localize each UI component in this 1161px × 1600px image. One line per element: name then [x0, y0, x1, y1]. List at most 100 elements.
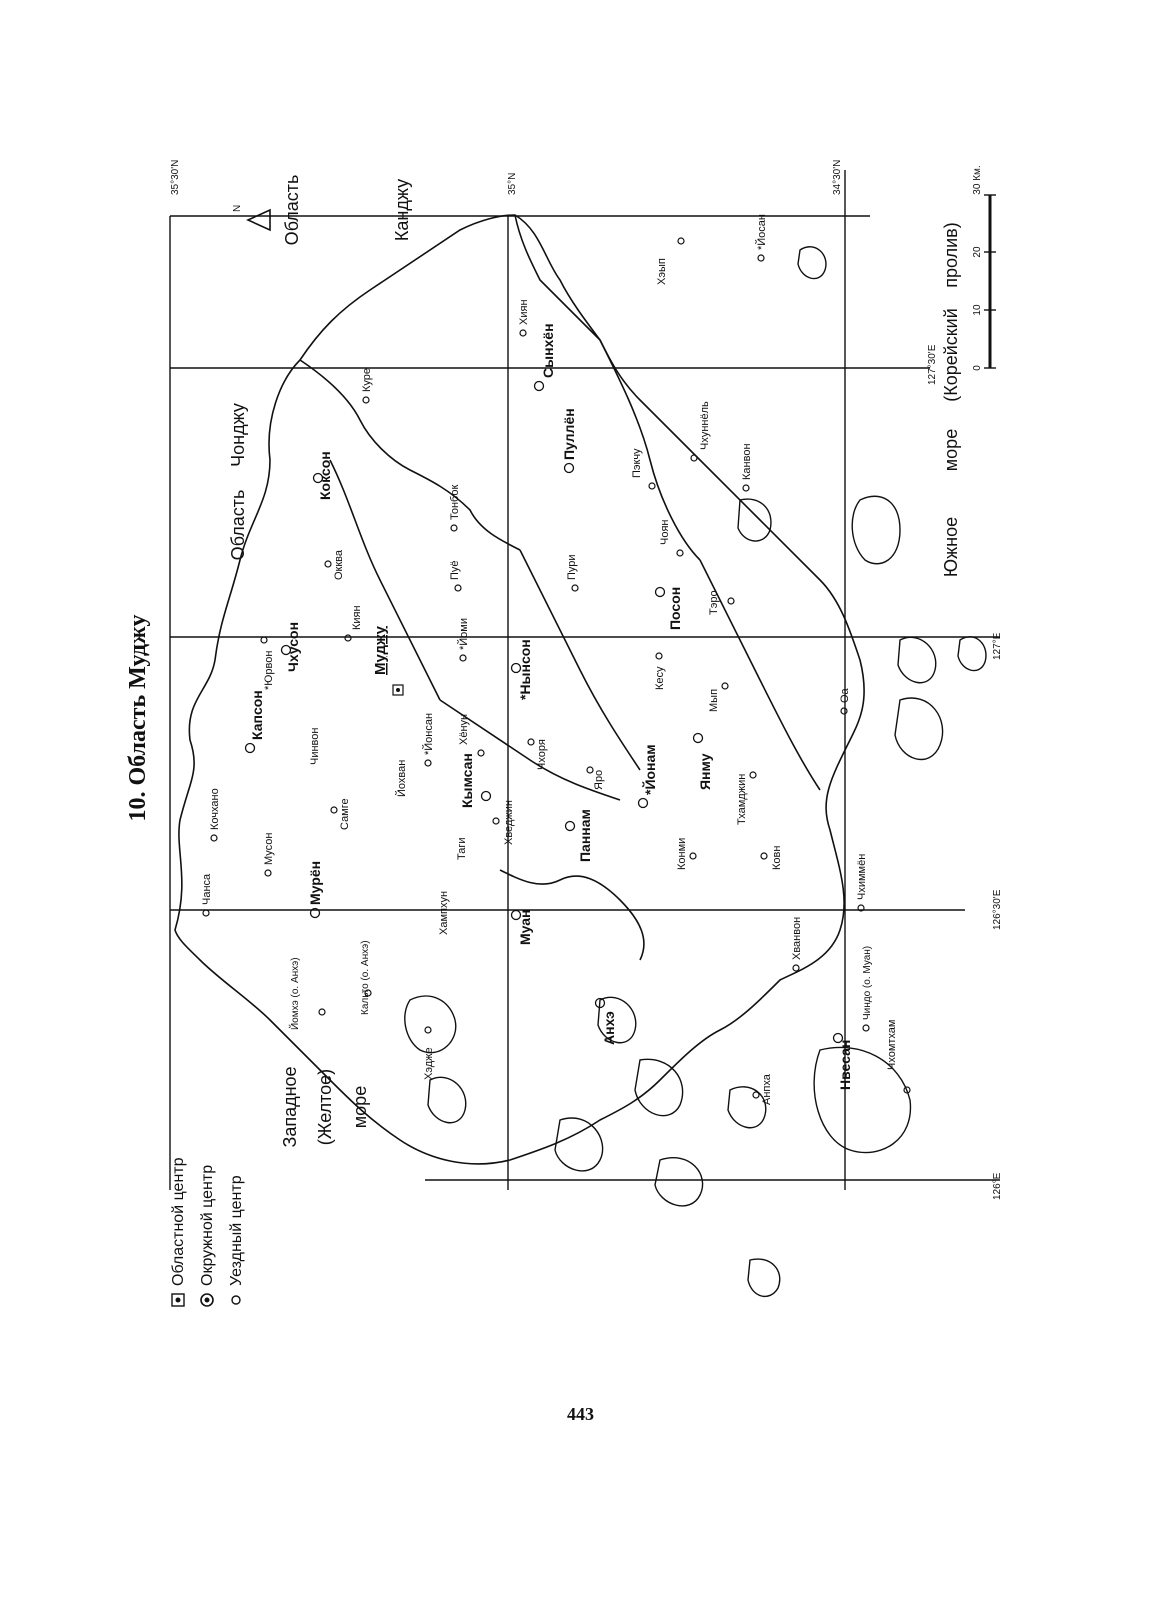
place-khvanvon: Хванвон — [791, 917, 803, 972]
county-center-icon — [459, 654, 467, 662]
county-center-icon — [519, 329, 527, 337]
region-labels: Западное (Желтое) море Область Чонджу Об… — [228, 175, 961, 1148]
place-pyo: Пуё — [449, 560, 462, 592]
place-khyp: Хэып — [656, 237, 685, 285]
kandzhu-line-2: Канджу — [392, 179, 412, 241]
place-label-kapson: Капсон — [249, 690, 265, 740]
place-yokhvan: Йохван — [395, 760, 408, 797]
place-kochkhan: Кочхано — [209, 788, 221, 842]
coordinate-labels: 35°30'N 35°N 34°30'N 127°30'E 127°E 126°… — [170, 160, 1003, 1200]
place-label-yomi: *Йоми — [457, 618, 470, 650]
place-label-pullyon: Пуллён — [561, 408, 577, 460]
place-label-chansa: Чанса — [201, 873, 213, 905]
coord-35: 35°N — [507, 173, 518, 195]
west-sea-line-2: (Желтое) — [315, 1069, 335, 1145]
county-center-icon — [454, 584, 462, 592]
place-synghyon: Сынхён — [533, 323, 556, 392]
place-label-chkhunnyol: Чхуннёль — [699, 401, 711, 450]
district-center-icon — [594, 997, 606, 1009]
district-center-icon — [832, 1032, 844, 1044]
district-center-icon — [563, 462, 575, 474]
place-kanvon: Канвон — [741, 443, 753, 492]
place-label-yosan: *Йосан — [755, 214, 768, 250]
county-center-icon — [677, 237, 685, 245]
place-mudzhu: Муджу — [372, 625, 404, 696]
place-yonam: *Йонам — [637, 744, 658, 809]
place-muan: Муан — [510, 909, 533, 945]
inner-border-4 — [599, 339, 701, 561]
county-center-icon — [689, 852, 697, 860]
place-chinvon: Чинвон — [309, 728, 321, 765]
place-nynson: *Нынсон — [510, 639, 533, 700]
place-label-khvedzhin: Хведжин — [503, 800, 515, 845]
coord-34-30: 34°30'N — [832, 160, 843, 195]
place-pekchu: Пэкчу — [631, 448, 656, 490]
place-tonbok: Тонбок — [449, 485, 461, 532]
county-center-icon — [424, 759, 432, 767]
place-label-kiyan: Киян — [351, 605, 363, 630]
district-center-icon — [309, 907, 321, 919]
scale-label-20: 20 — [972, 246, 983, 258]
legend-item-county: Уездный центр — [228, 1175, 245, 1305]
provincial-center-icon — [171, 1293, 185, 1307]
county-center-icon — [424, 1026, 432, 1034]
county-center-icon — [648, 482, 656, 490]
chondzhu-line-1: Область — [228, 490, 248, 561]
inner-border-5 — [699, 559, 821, 791]
county-center-icon — [477, 749, 485, 757]
place-chkhorya: Чхоря — [527, 738, 548, 770]
district-center-icon — [280, 644, 292, 656]
place-label-konmi: Конми — [676, 838, 688, 870]
graticule — [169, 170, 1000, 1190]
coord-126: 126°E — [992, 1172, 1003, 1200]
south-sea-line-3: (Корейский — [941, 308, 961, 402]
district-center-icon — [510, 909, 522, 921]
island-14 — [957, 636, 987, 672]
place-label-kesu: Кесу — [654, 666, 666, 690]
legend-label-county: Уездный центр — [228, 1175, 245, 1286]
west-sea-line-1: Западное — [280, 1066, 300, 1147]
place-kovn: Ковн — [760, 846, 783, 870]
district-center-icon — [200, 1293, 214, 1307]
place-pullyon: Пуллён — [561, 408, 577, 474]
county-center-icon — [903, 1086, 911, 1094]
place-puri: Пури — [566, 554, 579, 592]
islands — [404, 246, 987, 1298]
place-kalto: Кальто (о. Анхэ) — [360, 940, 372, 1015]
place-label-khenun: Хёнун — [458, 714, 470, 745]
place-muson: Мусон — [263, 833, 275, 877]
county-center-icon — [760, 852, 768, 860]
county-center-icon — [586, 766, 594, 774]
place-label-samge: Самге — [339, 798, 351, 830]
south-sea-line-2: море — [941, 429, 961, 471]
north-arrow-label: N — [232, 205, 243, 212]
place-label-muryon: Мурён — [307, 861, 323, 905]
legend-item-provincial: Областной центр — [170, 1157, 187, 1307]
district-center-icon — [510, 662, 522, 674]
place-label-khyp: Хэып — [656, 258, 668, 285]
north-arrow: N — [232, 205, 271, 232]
place-kesu: Кесу — [654, 652, 666, 690]
place-label-tkhamdzhin: Тхамджин — [736, 774, 748, 825]
place-label-mudzhu: Муджу — [372, 625, 389, 675]
place-label-myp: Мып — [708, 689, 720, 712]
coord-127: 127°E — [992, 632, 1003, 660]
place-khenun: Хёнун — [458, 714, 485, 757]
place-chkhuson: Чхусон — [280, 622, 301, 672]
district-center-icon — [244, 742, 256, 754]
provincial-center-icon-dot — [396, 688, 400, 692]
county-center-icon — [364, 989, 372, 997]
inner-border-2 — [439, 699, 621, 801]
coastline — [174, 214, 865, 1165]
map-title: 10. Область Муджу — [125, 614, 151, 821]
place-yomi: *Йоми — [457, 618, 470, 662]
district-center-icon — [564, 820, 576, 832]
place-label-pekchu: Пэкчу — [631, 448, 643, 478]
island-5 — [851, 495, 901, 565]
county-center-icon — [749, 771, 757, 779]
county-center-icon — [344, 634, 352, 642]
place-koxon: Коксон — [312, 451, 333, 500]
place-label-chkhimmyon: Чхиммён — [856, 854, 868, 900]
chondzhu-line-2: Чонджу — [228, 403, 248, 467]
